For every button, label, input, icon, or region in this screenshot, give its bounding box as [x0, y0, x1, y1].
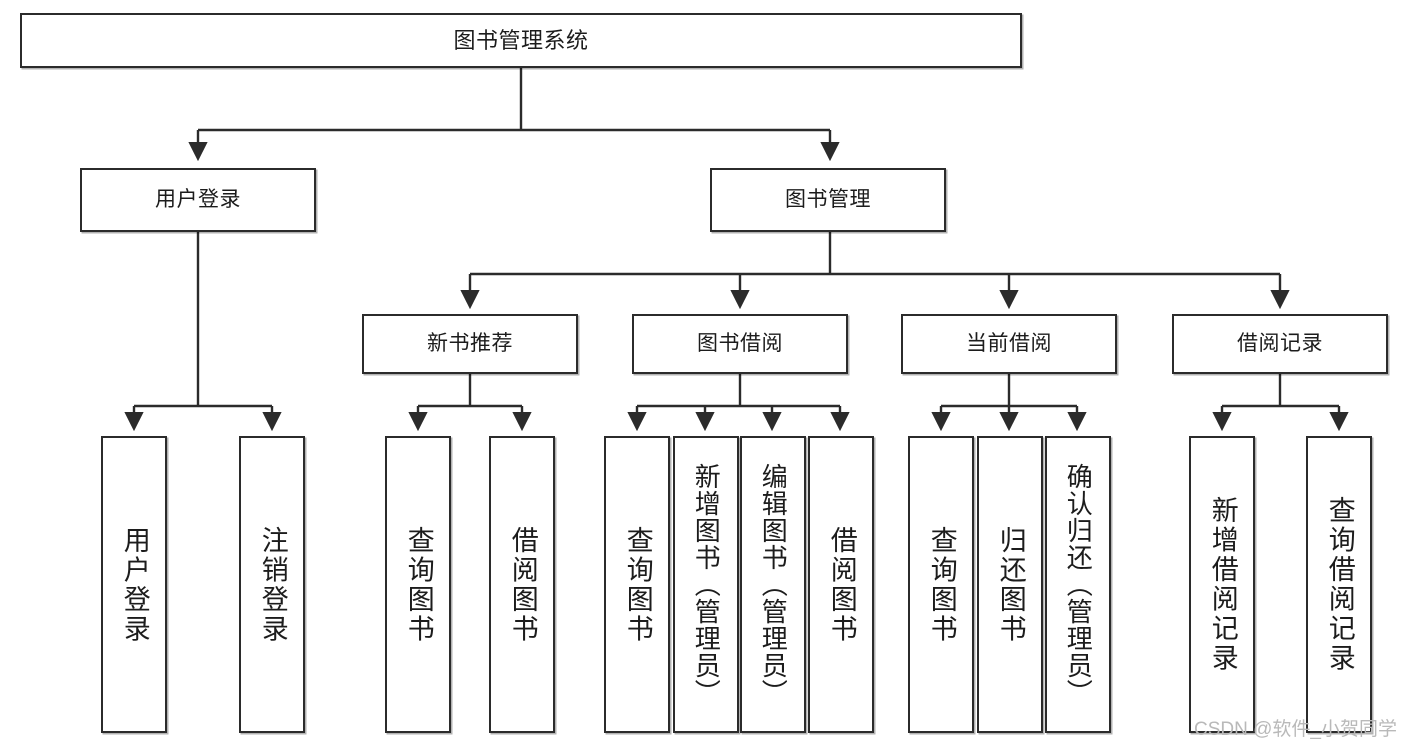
node-label: 当前借阅 [966, 331, 1052, 355]
node-leaf-logout[interactable]: 注销登录 [239, 436, 305, 733]
node-root-system[interactable]: 图书管理系统 [20, 13, 1022, 68]
node-label: 查询图书 [403, 525, 434, 644]
node-label: 用户登录 [155, 187, 241, 211]
node-book-management[interactable]: 图书管理 [710, 168, 946, 232]
node-label: 新增图书（管理员） [691, 463, 722, 706]
node-label: 归还图书 [995, 525, 1026, 644]
node-leaf-return-book[interactable]: 归还图书 [977, 436, 1043, 733]
node-leaf-add-borrow-record[interactable]: 新增借阅记录 [1189, 436, 1255, 733]
node-leaf-query-borrow-record[interactable]: 查询借阅记录 [1306, 436, 1372, 733]
node-leaf-query-book-recommend[interactable]: 查询图书 [385, 436, 451, 733]
node-user-login[interactable]: 用户登录 [80, 168, 316, 232]
node-label: 查询图书 [622, 525, 653, 644]
node-label: 查询借阅记录 [1324, 496, 1355, 673]
node-label: 借阅图书 [826, 525, 857, 644]
node-leaf-add-book-admin[interactable]: 新增图书（管理员） [673, 436, 739, 733]
node-leaf-user-login[interactable]: 用户登录 [101, 436, 167, 733]
node-label: 用户登录 [119, 525, 150, 644]
node-label: 查询图书 [926, 525, 957, 644]
node-leaf-borrow-book[interactable]: 借阅图书 [808, 436, 874, 733]
node-new-book-recommend[interactable]: 新书推荐 [362, 314, 578, 374]
watermark-text: CSDN @软件_小贺同学 [1194, 719, 1397, 740]
node-leaf-query-book-borrow[interactable]: 查询图书 [604, 436, 670, 733]
node-current-borrow[interactable]: 当前借阅 [901, 314, 1117, 374]
node-leaf-borrow-book-recommend[interactable]: 借阅图书 [489, 436, 555, 733]
node-leaf-edit-book-admin[interactable]: 编辑图书（管理员） [740, 436, 806, 733]
node-label: 新书推荐 [427, 331, 513, 355]
node-label: 借阅记录 [1237, 331, 1323, 355]
node-label: 注销登录 [257, 525, 288, 644]
node-label: 图书管理 [785, 187, 871, 211]
node-label: 编辑图书（管理员） [758, 463, 789, 706]
node-leaf-query-book-current[interactable]: 查询图书 [908, 436, 974, 733]
node-borrow-record[interactable]: 借阅记录 [1172, 314, 1388, 374]
node-label: 新增借阅记录 [1207, 496, 1238, 673]
node-label: 借阅图书 [507, 525, 538, 644]
node-label: 图书借阅 [697, 331, 783, 355]
node-leaf-confirm-return-admin[interactable]: 确认归还（管理员） [1045, 436, 1111, 733]
node-label: 确认归还（管理员） [1063, 463, 1094, 706]
node-book-borrow[interactable]: 图书借阅 [632, 314, 848, 374]
node-label: 图书管理系统 [453, 27, 589, 53]
